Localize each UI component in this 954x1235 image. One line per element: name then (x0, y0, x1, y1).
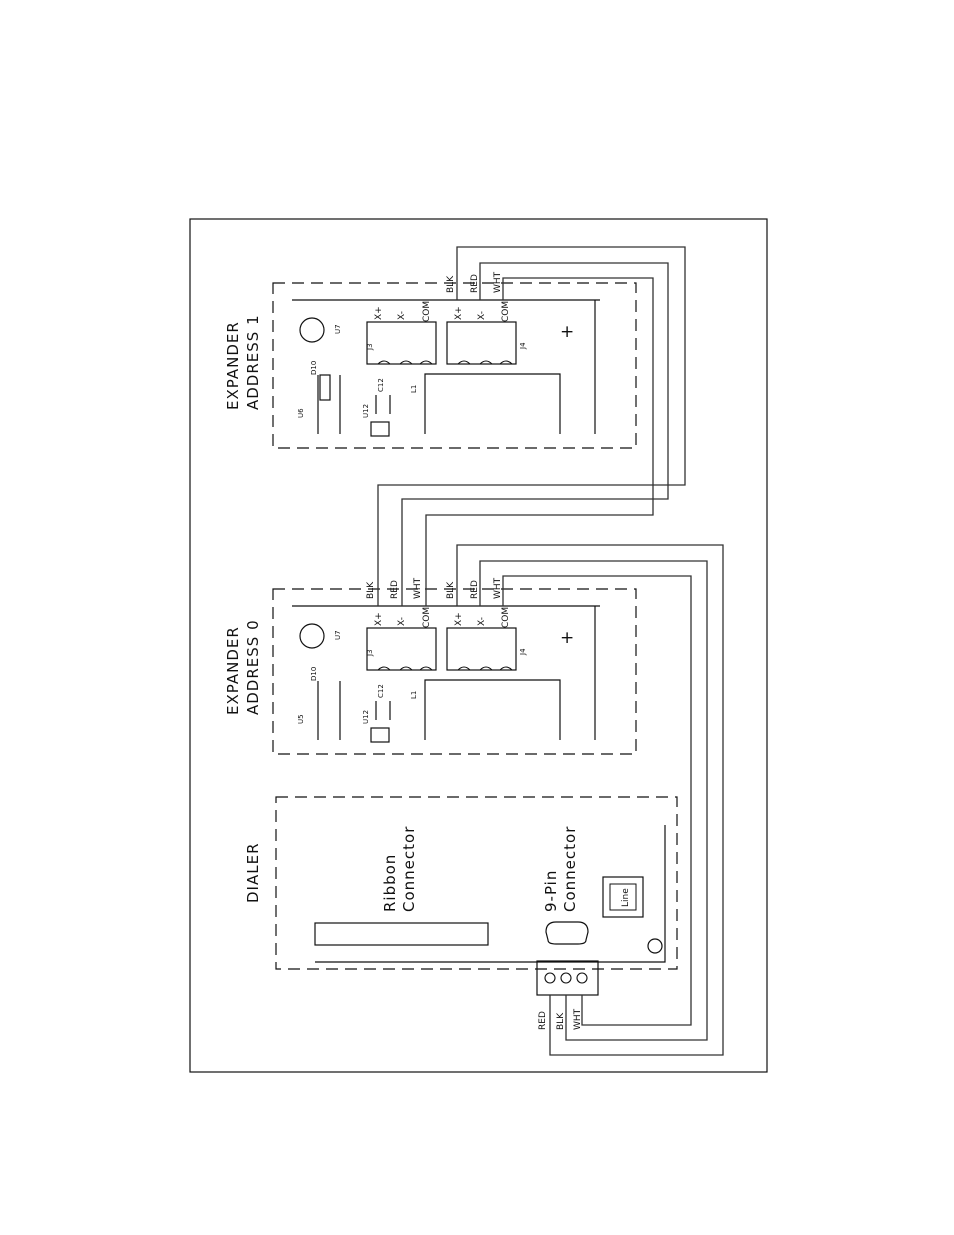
u12-component (371, 728, 389, 742)
nine-pin-connector-shell (546, 922, 588, 944)
svg-text:WHT: WHT (493, 271, 503, 293)
expander-0-title-line1: EXPANDER (224, 626, 242, 715)
svg-text:U5: U5 (297, 714, 305, 724)
wire-wht-e1-to-e0 (426, 278, 653, 606)
u12-component (371, 422, 389, 436)
svg-text:X-: X- (397, 617, 407, 626)
j4-connector (447, 322, 516, 364)
svg-text:RED: RED (538, 1011, 548, 1030)
u7-component (300, 318, 324, 342)
svg-text:C12: C12 (377, 378, 385, 392)
mount-hole (648, 939, 662, 953)
svg-text:COM: COM (501, 607, 511, 628)
svg-text:RED: RED (470, 580, 480, 599)
svg-text:+: + (560, 628, 574, 648)
dialer-title: DIALER (244, 843, 262, 904)
svg-text:U7: U7 (334, 324, 342, 334)
svg-text:BLK: BLK (366, 581, 376, 599)
d10-diode (320, 375, 330, 400)
svg-text:U12: U12 (362, 710, 370, 724)
svg-text:BLK: BLK (446, 581, 456, 599)
svg-text:U6: U6 (297, 408, 305, 418)
l1-inductor (425, 374, 560, 434)
dialer: DIALER Ribbon Connector 9-Pin Connector … (244, 797, 677, 1030)
svg-text:X-: X- (477, 617, 487, 626)
svg-text:Connector: Connector (400, 826, 418, 912)
svg-text:BLK: BLK (446, 275, 456, 293)
svg-text:X+: X+ (374, 306, 384, 320)
ribbon-connector-header (315, 923, 488, 945)
j4-connector (447, 628, 516, 670)
svg-text:+: + (560, 322, 574, 342)
expander-0: EXPANDER ADDRESS 0 U5 D10 U7 U12 C12 J3 … (224, 577, 636, 754)
wire-harness (378, 247, 723, 1055)
j3-connector (367, 628, 436, 670)
svg-text:X+: X+ (454, 612, 464, 626)
svg-text:U12: U12 (362, 404, 370, 418)
svg-text:9-Pin: 9-Pin (542, 870, 560, 912)
u7-component (300, 624, 324, 648)
expander-1: EXPANDER ADDRESS 1 U6 D10 U7 U12 C12 J3 … (224, 271, 636, 448)
svg-text:X+: X+ (454, 306, 464, 320)
l1-inductor (425, 680, 560, 740)
svg-text:J3: J3 (366, 649, 374, 657)
dialer-terminal-block (537, 961, 598, 995)
wire-blk-e0-to-dialer (457, 545, 723, 1055)
svg-text:D10: D10 (310, 361, 318, 375)
expander-1-title-line1: EXPANDER (224, 321, 242, 410)
svg-text:L1: L1 (410, 691, 418, 699)
svg-text:J4: J4 (519, 648, 527, 656)
svg-text:J4: J4 (519, 342, 527, 350)
svg-text:COM: COM (422, 607, 432, 628)
dialer-outline (276, 797, 677, 969)
j3-connector (367, 322, 436, 364)
wire-red-e0-to-dialer (480, 561, 707, 1040)
svg-text:U7: U7 (334, 630, 342, 640)
wire-wht-e0-to-dialer (503, 576, 691, 1025)
svg-text:D10: D10 (310, 667, 318, 681)
svg-text:BLK: BLK (556, 1012, 566, 1030)
svg-text:X-: X- (477, 311, 487, 320)
svg-text:WHT: WHT (493, 577, 503, 599)
svg-text:J3: J3 (366, 343, 374, 351)
svg-text:C12: C12 (377, 684, 385, 698)
svg-text:COM: COM (422, 301, 432, 322)
expander-1-title-line2: ADDRESS 1 (244, 314, 262, 410)
svg-text:X+: X+ (374, 612, 384, 626)
svg-text:RED: RED (470, 274, 480, 293)
svg-text:Line: Line (621, 888, 631, 907)
wire-blk-e1-to-e0 (378, 247, 685, 606)
svg-text:WHT: WHT (413, 577, 423, 599)
svg-text:Connector: Connector (561, 826, 579, 912)
wire-red-e1-to-e0 (402, 263, 668, 606)
expander-0-title-line2: ADDRESS 0 (244, 619, 262, 715)
svg-text:Ribbon: Ribbon (381, 854, 399, 912)
svg-text:X-: X- (397, 311, 407, 320)
svg-text:L1: L1 (410, 385, 418, 393)
svg-text:COM: COM (501, 301, 511, 322)
svg-text:RED: RED (390, 580, 400, 599)
